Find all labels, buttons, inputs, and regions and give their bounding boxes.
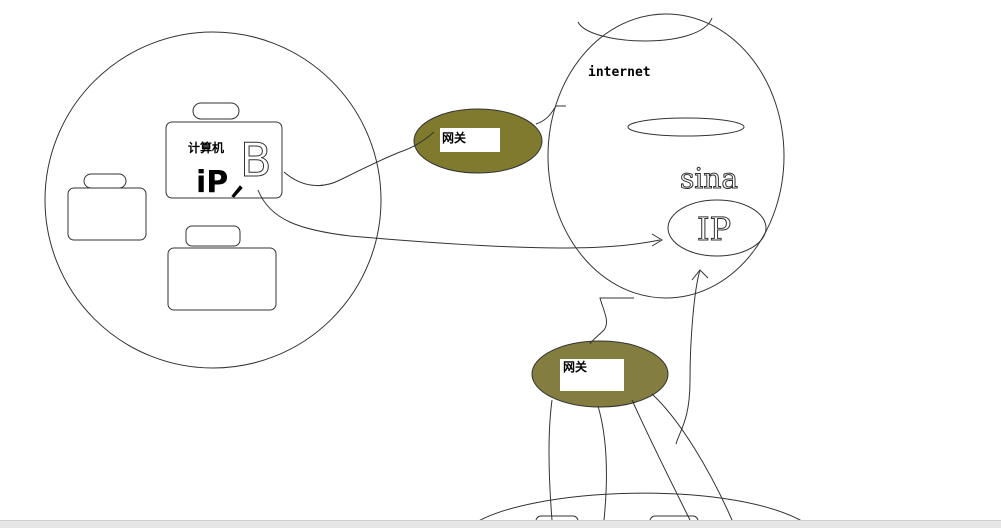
pencil-icon — [231, 185, 243, 198]
handwritten-ip: IP — [697, 210, 731, 248]
lower-computer-box[interactable] — [167, 247, 277, 311]
internet-cloud — [547, 13, 785, 299]
gateway-bottom-label-box — [560, 359, 624, 391]
computer-label: 计算机 — [188, 140, 224, 155]
line-gateway-to-internet — [535, 105, 566, 125]
line-gateway-down-3 — [631, 399, 691, 521]
line-gateway-down-2 — [597, 405, 607, 521]
line-gateway-down-1 — [548, 399, 553, 521]
sina-ip-ellipse[interactable] — [667, 199, 767, 257]
small-computer-box[interactable] — [67, 187, 147, 241]
bottom-status-bar — [0, 520, 1001, 528]
handwritten-b: B — [240, 133, 272, 187]
handwritten-sina: sina — [680, 162, 738, 195]
small-computer-handle — [83, 173, 127, 189]
line-gateway-down-4 — [651, 393, 733, 521]
computer-box[interactable] — [165, 121, 283, 199]
arrow-to-sina — [651, 233, 663, 247]
line-bottom-to-sina — [675, 269, 701, 445]
gateway-top-label: 网关 — [442, 130, 466, 145]
gateway-top-label-box — [440, 128, 500, 152]
line-computer-to-gateway — [283, 131, 435, 186]
internet-top-arc — [577, 17, 713, 42]
local-network-circle — [44, 31, 382, 369]
internet-label: internet — [588, 65, 651, 80]
arrow-up-to-sina — [691, 269, 709, 281]
computer-handle — [192, 102, 240, 120]
internet-inner-ellipse — [627, 117, 745, 137]
computer-ip-text: iP — [196, 165, 228, 200]
line-internet-to-gateway-bottom — [589, 297, 634, 345]
line-computer-to-sina — [257, 189, 661, 249]
gateway-bottom-label: 网关 — [563, 359, 587, 374]
lower-computer-handle — [185, 225, 241, 247]
bottom-network-arc — [467, 492, 811, 528]
